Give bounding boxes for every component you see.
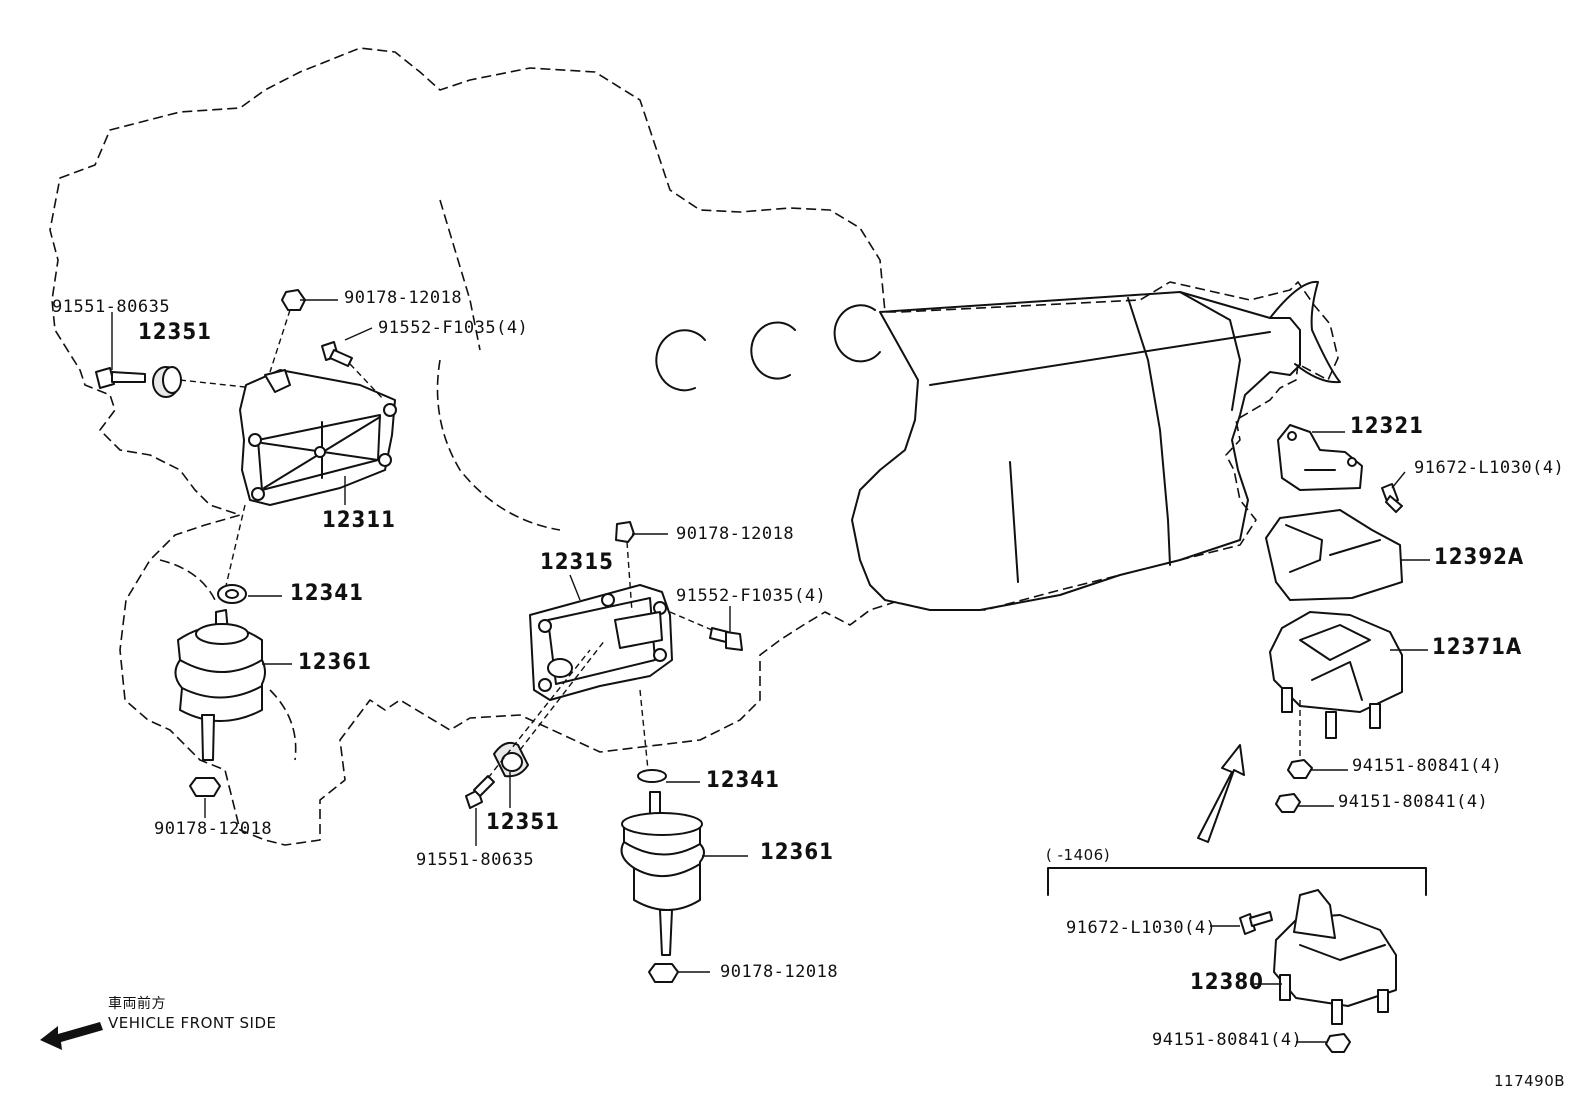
stopper-left	[152, 366, 182, 398]
label-bolt-bracket-left: 91552-F1035(4)	[378, 318, 529, 338]
bolt-bracket-left	[321, 341, 353, 367]
figure-id: 117490B	[1494, 1072, 1566, 1090]
bolt-left-top	[95, 367, 146, 389]
label-rear-bracket: 12321	[1350, 414, 1424, 439]
label-stopper-center: 12351	[486, 810, 560, 835]
engine-boss	[655, 329, 706, 392]
label-range-bolt: 91672-L1030(4)	[1066, 918, 1217, 938]
nut-top-left	[281, 289, 306, 311]
label-bracket-left: 12311	[322, 508, 396, 533]
label-nut-center: 90178-12018	[676, 524, 795, 544]
rear-bracket	[1277, 424, 1363, 491]
rear-insulator	[1269, 611, 1403, 739]
transmission-body	[851, 291, 1301, 611]
engine-outline	[49, 47, 1339, 846]
engine-mount-bracket-right	[529, 584, 673, 701]
label-nut-bottom-left: 90178-12018	[154, 819, 273, 839]
label-range-note: ( -1406)	[1046, 846, 1111, 864]
rear-stopper	[1265, 509, 1403, 601]
vehicle-front-arrow	[40, 1022, 103, 1050]
insulator-center	[620, 791, 705, 956]
assembly-12380	[1273, 889, 1397, 1025]
transmission-line	[1127, 297, 1171, 566]
engine-internal-line	[436, 359, 561, 531]
label-rear-insulator: 12371A	[1432, 635, 1523, 660]
label-bolt-bracket-right: 91552-F1035(4)	[676, 586, 827, 606]
engine-boss	[833, 304, 881, 363]
bolt-center	[465, 775, 495, 809]
insulator-left	[174, 609, 266, 761]
engine-internal-line	[439, 199, 481, 351]
engine-internal-line	[159, 559, 216, 601]
label-rear-nut-1: 94151-80841(4)	[1352, 756, 1503, 776]
nut-bottom-left	[189, 777, 221, 797]
bolt-bracket-right	[709, 627, 743, 651]
label-stopper-left: 12351	[138, 320, 212, 345]
rear-nut-1	[1287, 759, 1313, 779]
label-washer-center: 12341	[706, 768, 780, 793]
label-range-assembly: 12380	[1190, 970, 1264, 995]
stopper-center	[493, 741, 529, 778]
rear-bolt	[1381, 483, 1403, 513]
label-bracket-right: 12315	[540, 550, 614, 575]
transmission-line	[1009, 461, 1019, 583]
label-front-jp: 車両前方	[108, 996, 166, 1012]
nut-bottom-center	[648, 963, 679, 983]
label-range-nut: 94151-80841(4)	[1152, 1030, 1303, 1050]
label-insulator-left: 12361	[298, 650, 372, 675]
engine-internal-line	[269, 689, 297, 761]
label-nut-top-left: 90178-12018	[344, 288, 463, 308]
range-nut	[1325, 1033, 1351, 1053]
washer-left	[217, 584, 247, 604]
label-rear-stopper: 12392A	[1434, 545, 1525, 570]
label-rear-bolt: 91672-L1030(4)	[1414, 458, 1565, 478]
label-washer-left: 12341	[290, 581, 364, 606]
label-bolt-left-top: 91551-80635	[52, 297, 171, 317]
nut-center	[615, 521, 635, 543]
transmission-line	[929, 331, 1271, 386]
label-front-en: VEHICLE FRONT SIDE	[108, 1014, 277, 1032]
washer-center	[637, 769, 667, 783]
transmission-line	[1179, 291, 1241, 411]
direction-arrow	[1197, 744, 1245, 843]
label-rear-nut-2: 94151-80841(4)	[1338, 792, 1489, 812]
range-bolt	[1239, 911, 1273, 935]
label-nut-bottom-center: 90178-12018	[720, 962, 839, 982]
engine-boss	[750, 321, 796, 380]
range-bracket	[1047, 867, 1427, 896]
label-bolt-center: 91551-80635	[416, 850, 535, 870]
label-insulator-center: 12361	[760, 840, 834, 865]
engine-mount-bracket-left	[239, 369, 397, 506]
transmission-flange	[1269, 280, 1341, 384]
rear-nut-2	[1275, 793, 1301, 813]
